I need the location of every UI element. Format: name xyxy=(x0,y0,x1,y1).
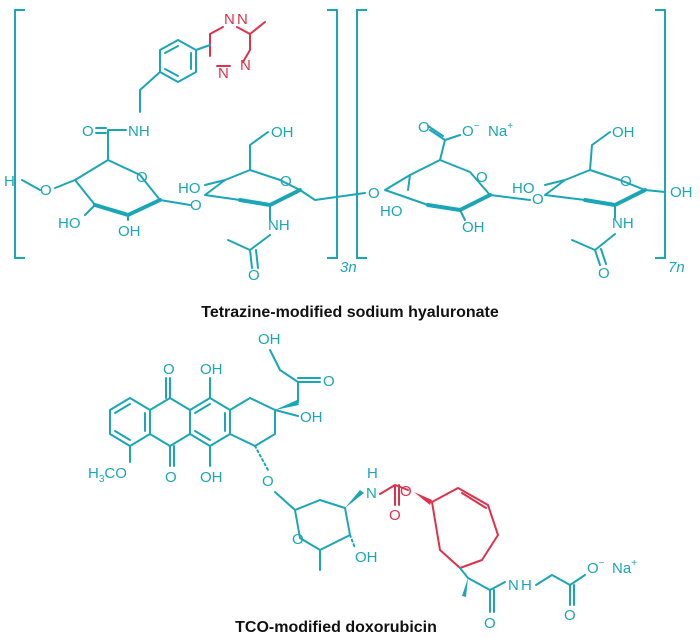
ketone-o: O xyxy=(323,373,335,390)
ring4-o: O xyxy=(620,173,632,190)
ring-c-oh-bottom: OH xyxy=(200,469,223,486)
bridge-o: O xyxy=(368,185,380,202)
glycosidic-o: O xyxy=(262,473,274,490)
methoxy: H3CO xyxy=(88,465,127,485)
tertiary-oh: OH xyxy=(300,409,323,426)
quinone-o-bottom: O xyxy=(165,469,177,486)
carboxyl-o: O xyxy=(418,119,430,136)
tetrazine-hyaluronate-structure: 3n 7n N N N N NH O O O xyxy=(4,9,693,321)
carboxylate-o: O− xyxy=(462,121,480,140)
sodium-top: Na+ xyxy=(488,121,513,140)
ring3-oh: OH xyxy=(462,219,485,236)
carbamate-h: H xyxy=(367,465,378,482)
ring1-glycosidic-o: O xyxy=(190,197,202,214)
ring4-oh-top: OH xyxy=(612,124,635,141)
top-caption: Tetrazine-modified sodium hyaluronate xyxy=(201,304,499,321)
repeat-index-right: 7n xyxy=(668,259,685,276)
amide-o: O xyxy=(82,123,94,140)
ring4-acetyl-o: O xyxy=(598,265,610,282)
sugar-ring-2: O OH HO NH O O xyxy=(178,124,380,284)
ester-o: O xyxy=(400,483,412,500)
quinone-o-top: O xyxy=(163,361,175,378)
repeat-index-left: 3n xyxy=(340,259,357,276)
amide-o: O xyxy=(484,615,496,632)
sodium-bottom: Na+ xyxy=(612,558,637,577)
amide-nh: NH xyxy=(128,123,150,140)
ring2-ho: HO xyxy=(178,180,201,197)
sugar-ring-3: O O O− Na+ HO OH O xyxy=(380,119,544,236)
ring1-oh: OH xyxy=(118,223,141,240)
benzyl-ring xyxy=(139,39,211,113)
tetrazine-ring: N N N N xyxy=(209,11,266,82)
sugar-ring-1: O O H HO OH O xyxy=(4,159,202,240)
ring1-o-end: O xyxy=(40,182,52,199)
ring3-ho: HO xyxy=(380,203,403,220)
bottom-caption: TCO-modified doxorubicin xyxy=(235,619,437,636)
bracket-right-open xyxy=(356,9,367,259)
ring4-oh-end: OH xyxy=(670,184,693,201)
amide-h: H xyxy=(521,577,532,594)
tetrazine-n1: N xyxy=(224,11,235,28)
ring4-ho: HO xyxy=(512,180,535,197)
ring2-nh: NH xyxy=(268,217,290,234)
sugar-ring-o: O xyxy=(292,531,304,548)
bracket-right-close xyxy=(655,9,666,259)
amide-n: N xyxy=(508,577,519,594)
sugar-ring-4: O OH HO OH NH O xyxy=(512,124,693,282)
ring1-ho: HO xyxy=(58,215,81,232)
carbamate-n: N xyxy=(366,485,377,502)
tetrazine-n2: N xyxy=(237,11,248,28)
ring2-acetyl-o: O xyxy=(248,267,260,284)
ring1-o: O xyxy=(136,169,148,186)
sugar-oh: OH xyxy=(355,549,378,566)
tetrazine-n4: N xyxy=(240,57,251,74)
ring-c-oh-top: OH xyxy=(200,361,223,378)
ring2-oh-top: OH xyxy=(271,124,294,141)
bracket-left-open xyxy=(14,9,25,259)
tco-doxorubicin-structure: O O OH OH H3CO O OH OH O O OH H N xyxy=(88,331,637,636)
carboxyl-o: O xyxy=(564,607,576,624)
carbamate-o: O xyxy=(389,507,401,524)
ring2-o: O xyxy=(280,173,292,190)
tetrazine-n3: N xyxy=(218,65,229,82)
ring4-nh: NH xyxy=(612,215,634,232)
h-terminal: H xyxy=(4,173,15,190)
ring3-o: O xyxy=(476,169,488,186)
ring3-glycosidic-o: O xyxy=(532,191,544,208)
hydroxyacetyl-oh: OH xyxy=(258,331,281,348)
bracket-left-close xyxy=(327,9,338,259)
carboxylate-o: O− xyxy=(587,558,605,577)
